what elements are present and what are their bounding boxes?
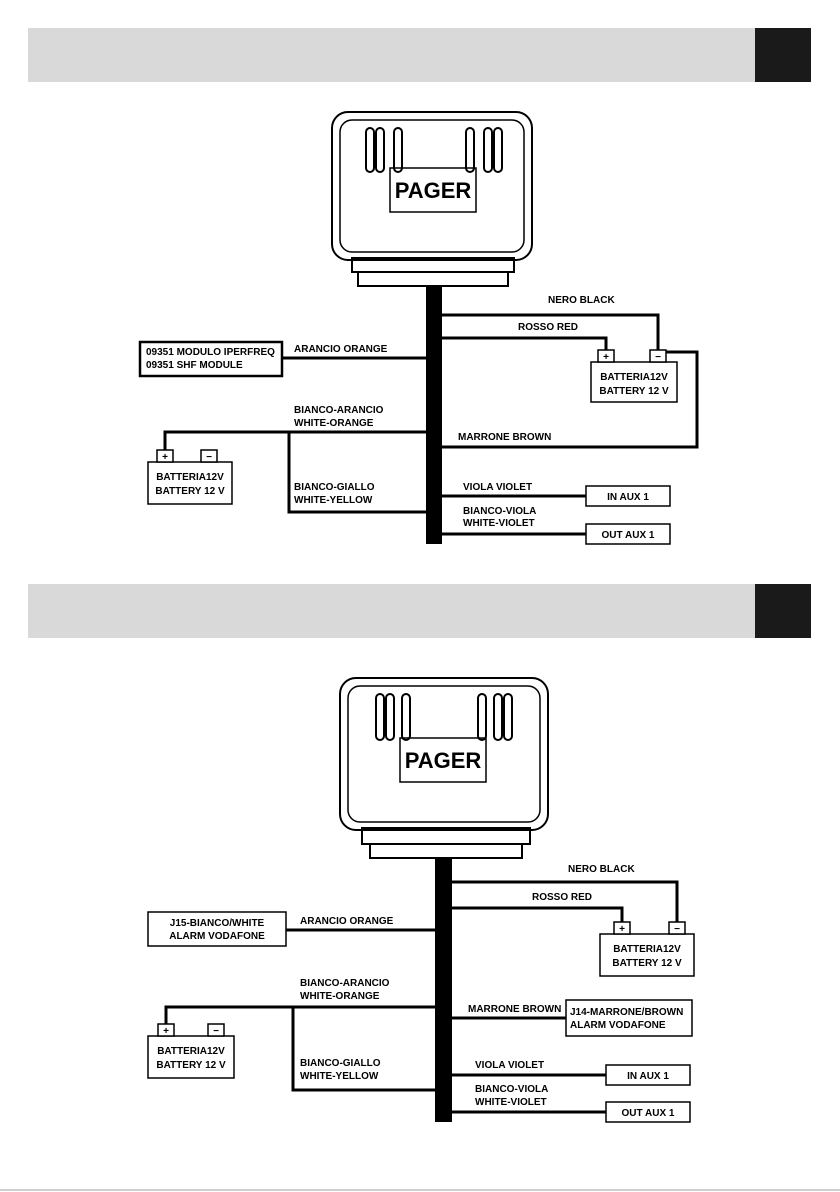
- wire-white-yellow-label-2: WHITE-YELLOW: [294, 495, 373, 506]
- battery-left-label-2: BATTERY 12 V: [156, 1060, 226, 1071]
- j15-box: [147, 911, 287, 947]
- wire-red-label: ROSSO RED: [532, 892, 592, 903]
- wire-red-label: ROSSO RED: [518, 322, 578, 333]
- wire-white-yellow-label-1: BIANCO-GIALLO: [300, 1058, 381, 1069]
- battery-left-label-2: BATTERY 12 V: [155, 486, 225, 497]
- wires: [164, 880, 679, 1114]
- battery-right-minus: −: [655, 352, 661, 363]
- wire-white-violet-label-2: WHITE-VIOLET: [475, 1097, 547, 1108]
- battery-left-minus: −: [213, 1026, 219, 1037]
- wire-white-orange-label-1: BIANCO-ARANCIO: [300, 978, 390, 989]
- module-label-1: 09351 MODULO IPERFREQ: [146, 347, 275, 358]
- j14-label-1: J14-MARRONE/BROWN: [570, 1007, 683, 1018]
- j14-box: [565, 999, 693, 1037]
- j14-label-2: ALARM VODAFONE: [570, 1020, 666, 1031]
- battery-right-label-1: BATTERIA12V: [600, 372, 668, 383]
- wire-black-label: NERO BLACK: [568, 864, 635, 875]
- battery-right-plus: +: [619, 924, 625, 935]
- pager-device: [339, 677, 549, 859]
- wires: [163, 313, 699, 536]
- out-aux-label: OUT AUX 1: [602, 530, 655, 541]
- battery-left-minus: −: [206, 452, 212, 463]
- pager-label: PAGER: [395, 178, 472, 203]
- battery-left-plus: +: [163, 1026, 169, 1037]
- wire-white-orange-label-2: WHITE-ORANGE: [300, 991, 380, 1002]
- pager-device: [331, 111, 533, 287]
- wire-white-violet-label-1: BIANCO-VIOLA: [463, 506, 536, 517]
- wire-violet-label: VIOLA VIOLET: [463, 482, 532, 493]
- battery-left: [147, 449, 233, 505]
- battery-right-label-2: BATTERY 12 V: [612, 958, 682, 969]
- section-header-bar-1: [28, 28, 755, 82]
- main-harness: [435, 858, 452, 1122]
- battery-right-label-2: BATTERY 12 V: [599, 386, 669, 397]
- wire-orange-label: ARANCIO ORANGE: [294, 344, 388, 355]
- wire-black-label: NERO BLACK: [548, 295, 615, 306]
- battery-left: [147, 1023, 235, 1079]
- section-header-tab-2: [755, 584, 811, 638]
- j15-label-2: ALARM VODAFONE: [169, 931, 265, 942]
- wire-orange-label: ARANCIO ORANGE: [300, 916, 394, 927]
- page-bottom-rule: [0, 1189, 840, 1191]
- wire-brown-label: MARRONE BROWN: [468, 1004, 561, 1015]
- out-aux-box: [605, 1101, 691, 1123]
- in-aux-label: IN AUX 1: [627, 1071, 669, 1082]
- module-label-2: 09351 SHF MODULE: [146, 360, 243, 371]
- shf-module-box: [138, 340, 284, 378]
- battery-right-label-1: BATTERIA12V: [613, 944, 681, 955]
- wire-white-yellow-label-2: WHITE-YELLOW: [300, 1071, 379, 1082]
- wire-white-yellow-label-1: BIANCO-GIALLO: [294, 482, 375, 493]
- battery-left-plus: +: [162, 452, 168, 463]
- pager-label: PAGER: [405, 748, 482, 773]
- section-header-bar-2: [28, 584, 755, 638]
- wiring-diagram-1: PAGER 09351 MODULO IPERFREQ 09351 SHF MO…: [138, 111, 699, 545]
- in-aux-label: IN AUX 1: [607, 492, 649, 503]
- battery-left-label-1: BATTERIA12V: [156, 472, 224, 483]
- j15-label-1: J15-BIANCO/WHITE: [170, 918, 265, 929]
- out-aux-box: [585, 523, 671, 545]
- in-aux-box: [605, 1064, 691, 1086]
- wire-brown-label: MARRONE BROWN: [458, 432, 551, 443]
- battery-right-plus: +: [603, 352, 609, 363]
- wire-white-orange-label-1: BIANCO-ARANCIO: [294, 405, 384, 416]
- wire-violet-label: VIOLA VIOLET: [475, 1060, 544, 1071]
- wire-white-violet-label-2: WHITE-VIOLET: [463, 518, 535, 529]
- wire-white-violet-label-1: BIANCO-VIOLA: [475, 1084, 548, 1095]
- in-aux-box: [585, 485, 671, 507]
- main-harness: [426, 286, 442, 544]
- battery-right: [590, 349, 678, 403]
- battery-right-minus: −: [674, 924, 680, 935]
- out-aux-label: OUT AUX 1: [622, 1108, 675, 1119]
- wiring-diagram-2: PAGER NERO BLACK ROSSO RED J15-BIANCO/WH…: [147, 677, 695, 1123]
- section-header-tab-1: [755, 28, 811, 82]
- battery-left-label-1: BATTERIA12V: [157, 1046, 225, 1057]
- wire-white-orange-label-2: WHITE-ORANGE: [294, 418, 374, 429]
- battery-right: [599, 921, 695, 977]
